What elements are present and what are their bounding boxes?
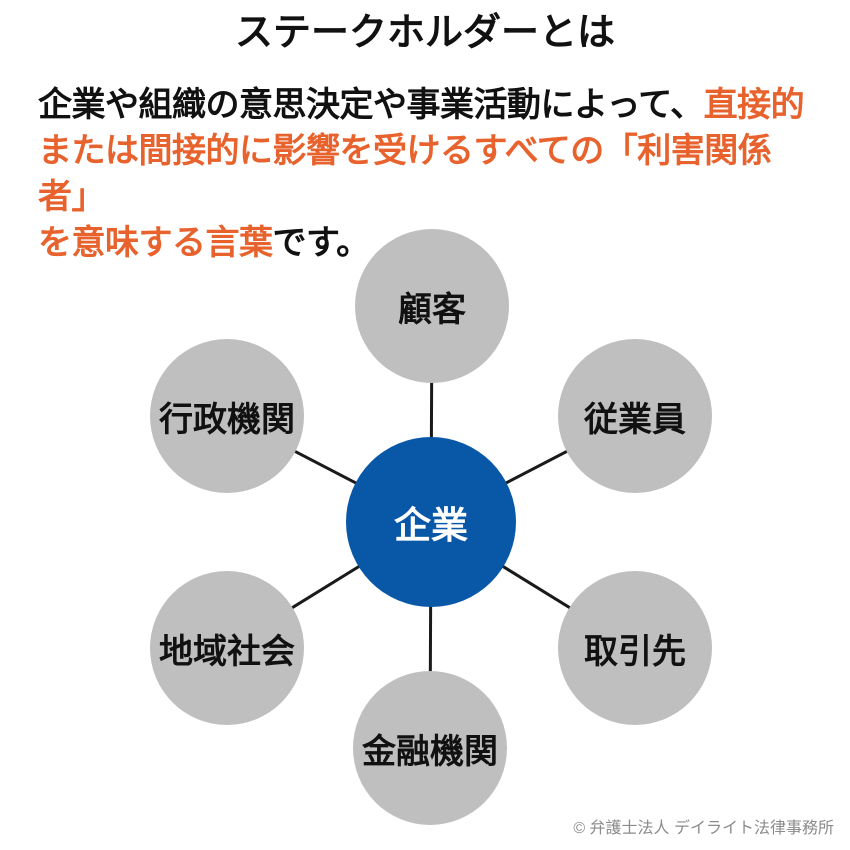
definition-text: 企業や組織の意思決定や事業活動によって、直接的または間接的に影響を受けるすべての…: [38, 82, 838, 266]
page-title: ステークホルダーとは: [234, 12, 615, 54]
node-partners: 取引先: [558, 571, 712, 725]
node-financial-institutions-label: 金融機関: [362, 732, 498, 771]
node-company-label: 企業: [394, 505, 468, 546]
definition-highlight-line3: を意味する言葉: [38, 224, 273, 262]
definition-highlight-line1: 直接的: [703, 86, 805, 124]
node-partners-label: 取引先: [584, 632, 686, 671]
node-employees: 従業員: [558, 339, 712, 493]
definition-lead: 企業や組織の意思決定や事業活動によって、: [38, 86, 704, 124]
node-company: 企業: [346, 437, 516, 607]
node-customers-label: 顧客: [398, 290, 466, 329]
node-government-agencies: 行政機関: [150, 339, 304, 493]
node-financial-institutions: 金融機関: [353, 671, 507, 825]
definition-tail: です。: [272, 224, 371, 262]
node-local-community-label: 地域社会: [159, 632, 295, 671]
node-employees-label: 従業員: [584, 400, 686, 439]
definition-highlight-line2: または間接的に影響を受けるすべての「利害関係者」: [38, 132, 772, 216]
node-customers: 顧客: [355, 229, 509, 383]
node-local-community: 地域社会: [150, 571, 304, 725]
copyright-notice: © 弁護士法人 デイライト法律事務所: [573, 820, 834, 837]
node-government-agencies-label: 行政機関: [159, 400, 295, 439]
